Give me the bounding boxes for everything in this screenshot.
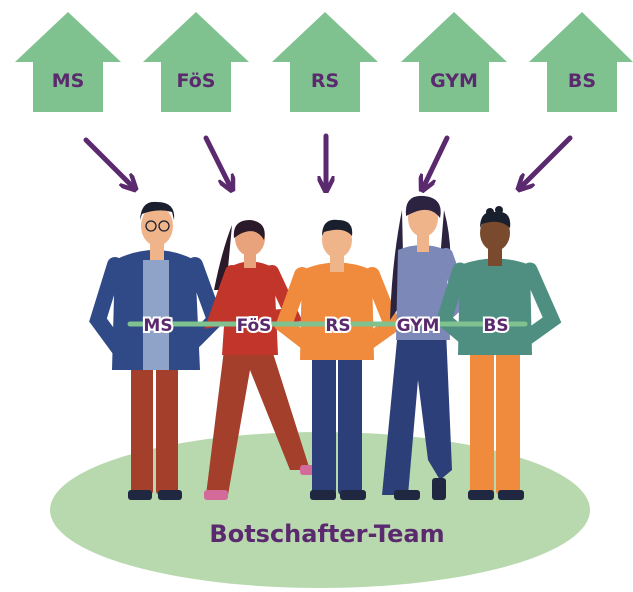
house-label-ms: MS xyxy=(52,70,85,92)
house-label-fos: FöS xyxy=(177,70,216,92)
house-fos: FöS xyxy=(143,12,249,112)
person-fos xyxy=(204,220,322,500)
house-ms: MS xyxy=(15,12,121,112)
person-ms xyxy=(89,201,225,500)
arrow-ms xyxy=(83,137,132,186)
belt-label-gym: GYM xyxy=(397,316,440,336)
house-label-rs: RS xyxy=(311,70,339,92)
belt-label-ms: MS xyxy=(143,316,172,336)
house-bs: BS xyxy=(529,12,633,112)
arrow-bs xyxy=(522,135,573,186)
belt-label-fos: FöS xyxy=(237,316,272,336)
house-label-bs: BS xyxy=(568,70,596,92)
house-rs: RS xyxy=(272,12,378,112)
belt-label-bs: BS xyxy=(483,316,508,336)
house-gym: GYM xyxy=(401,12,507,112)
arrow-fos xyxy=(203,135,230,186)
person-bs xyxy=(435,206,562,500)
house-label-gym: GYM xyxy=(430,70,478,92)
arrow-gym xyxy=(424,135,450,186)
belt-labels: MS FöS RS GYM BS xyxy=(141,314,510,338)
belt-label-rs: RS xyxy=(325,316,350,336)
team-label: Botschafter-Team xyxy=(209,520,444,548)
ground-ellipse xyxy=(50,432,590,588)
